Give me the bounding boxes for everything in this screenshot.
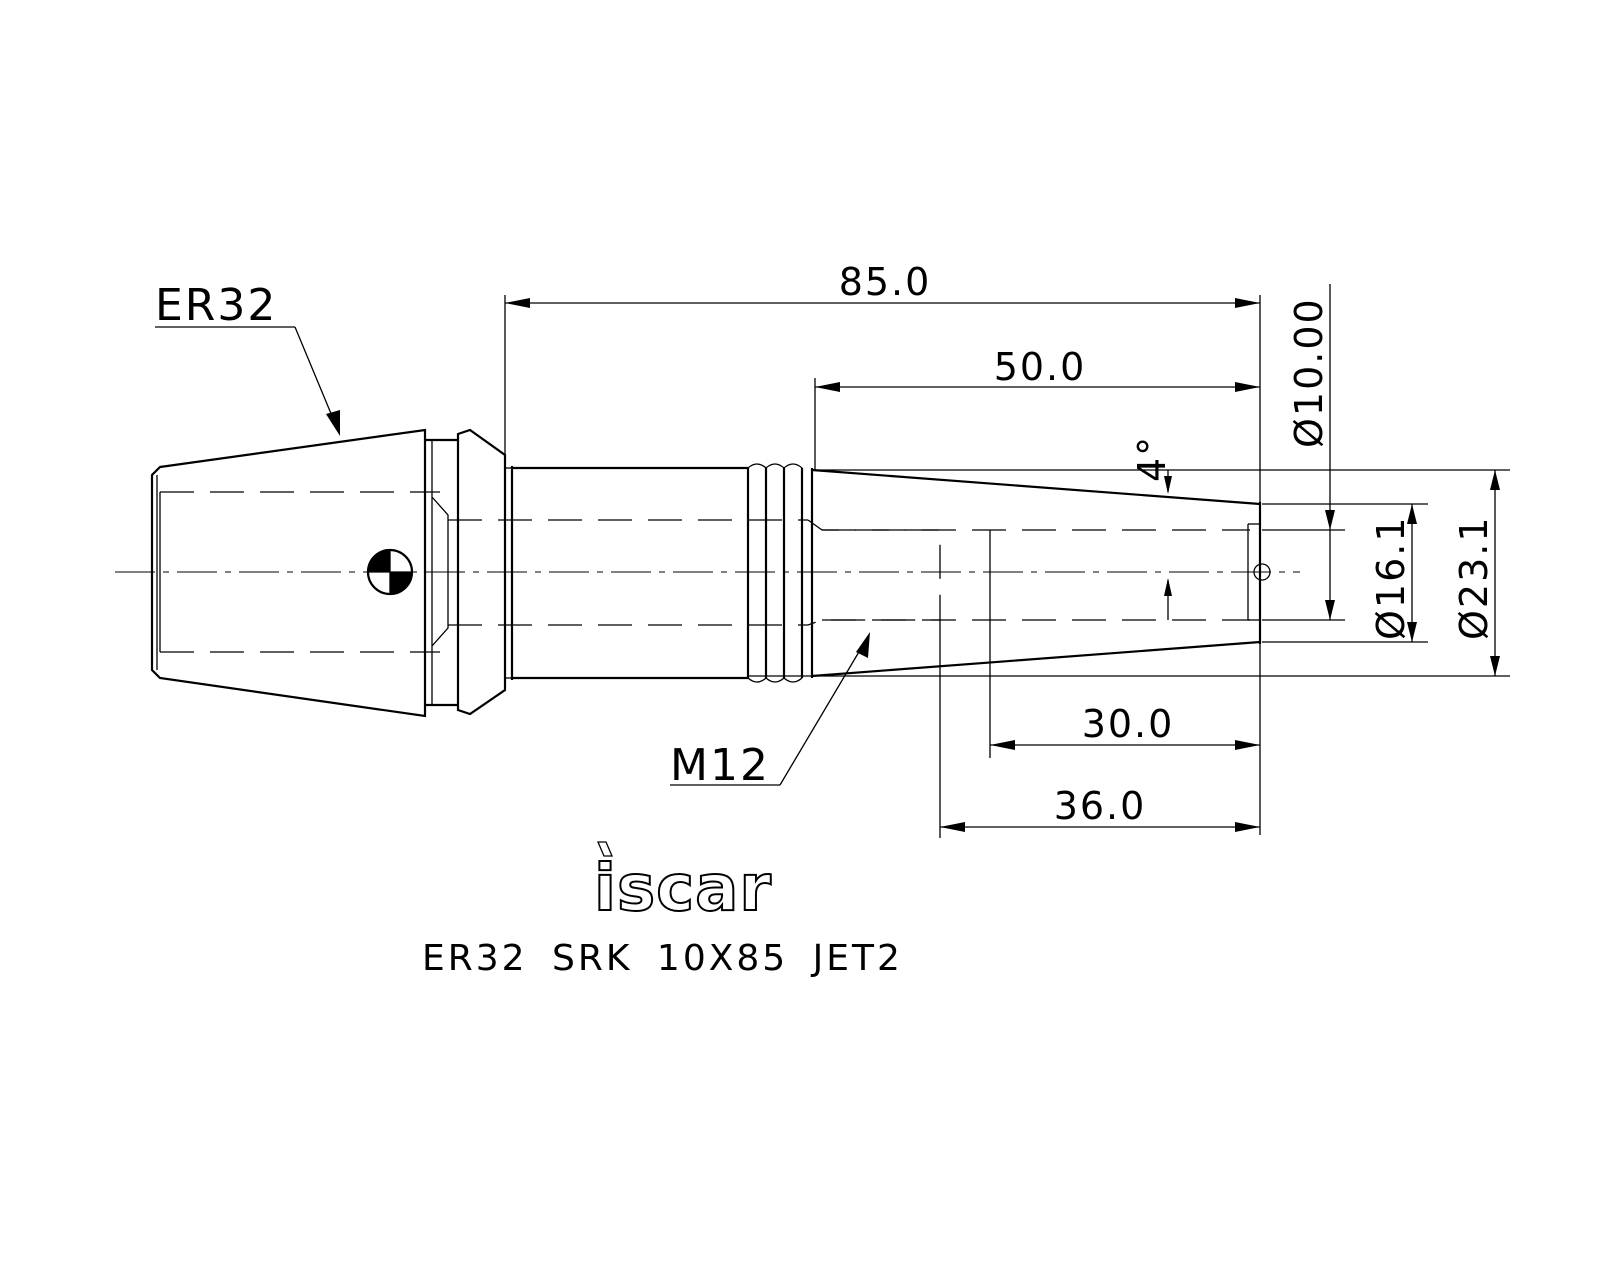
- extension-lines: [504, 295, 1510, 838]
- collar-flange: [425, 428, 512, 716]
- cross-hole-symbol: [366, 548, 414, 596]
- dim-36: 36.0: [940, 784, 1260, 832]
- brand-logo-text: iscar: [594, 852, 772, 926]
- dim-36-text: 36.0: [1054, 784, 1147, 828]
- dim-taper-length: 50.0: [815, 345, 1260, 392]
- dim-bore-diameter-text: Ø10.00: [1287, 297, 1331, 448]
- callout-thread-text: M12: [670, 740, 770, 791]
- callout-thread: M12: [670, 632, 870, 791]
- callout-collet-type-text: ER32: [155, 280, 277, 331]
- dim-taper-angle-text: 4°: [1130, 435, 1174, 482]
- dim-tip-diameter-text: Ø16.1: [1369, 515, 1413, 640]
- callout-collet-type: ER32: [155, 280, 340, 436]
- dim-30-text: 30.0: [1082, 702, 1175, 746]
- taper-section: [811, 468, 1271, 678]
- collet-nut-body: [150, 428, 427, 718]
- cylindrical-shank: [510, 466, 748, 680]
- dim-overall-length: 85.0: [505, 260, 1260, 308]
- dim-30: 30.0: [990, 702, 1260, 750]
- dim-tip-diameter: Ø16.1: [1369, 504, 1417, 642]
- dim-body-diameter-text: Ø23.1: [1452, 515, 1496, 640]
- bore-hidden-lines: [807, 519, 1250, 626]
- dim-bore-diameter: Ø10.00: [1287, 284, 1335, 620]
- dim-taper-length-text: 50.0: [994, 345, 1087, 389]
- dim-body-diameter: Ø23.1: [1452, 470, 1500, 676]
- part-number: ER32 SRK 10X85 JET2: [422, 938, 903, 979]
- dim-taper-angle: 4°: [1130, 435, 1174, 620]
- coolant-grooves: [746, 463, 814, 683]
- dim-overall-length-text: 85.0: [839, 260, 932, 304]
- brand-logo: iscar: [593, 841, 772, 927]
